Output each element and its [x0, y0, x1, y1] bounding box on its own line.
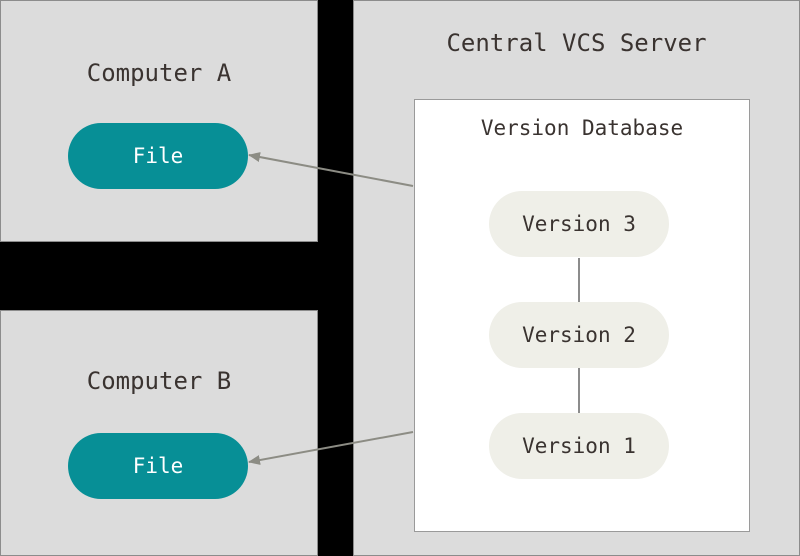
version-3-node[interactable]: Version 3: [489, 191, 669, 257]
computer-a-title: Computer A: [86, 59, 232, 87]
version-database-title: Version Database: [480, 116, 684, 140]
computer-b-box: Computer B File: [0, 310, 318, 556]
version-connector: [578, 258, 580, 303]
computer-b-title: Computer B: [86, 367, 232, 395]
version-1-node[interactable]: Version 1: [489, 413, 669, 479]
central-vcs-server-box: Central VCS Server Version Database Vers…: [353, 0, 800, 556]
version-2-node[interactable]: Version 2: [489, 302, 669, 368]
version-database-box: Version Database Version 3 Version 2 Ver…: [414, 99, 750, 532]
computer-a-box: Computer A File: [0, 0, 318, 242]
computer-b-file[interactable]: File: [68, 433, 248, 499]
computer-a-file[interactable]: File: [68, 123, 248, 189]
version-connector: [578, 368, 580, 413]
server-title: Central VCS Server: [446, 29, 707, 57]
